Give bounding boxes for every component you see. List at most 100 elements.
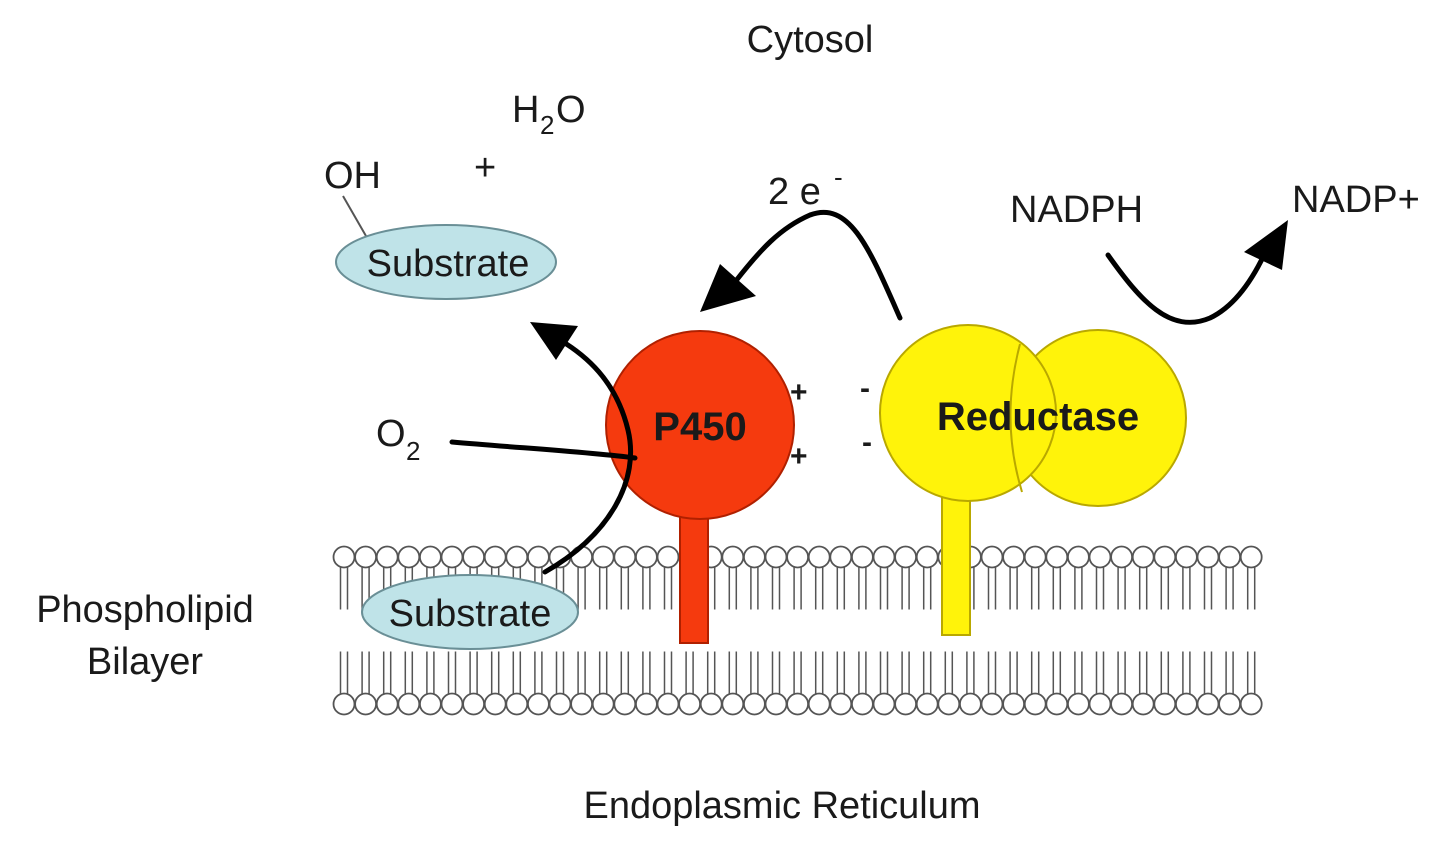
- lipid-head: [699, 692, 723, 716]
- substrate-membrane: Substrate: [361, 574, 579, 650]
- substrate-arrow: [542, 337, 634, 575]
- lipid-head: [1110, 692, 1133, 716]
- lipid-head: [418, 545, 442, 569]
- lipid-head: [1023, 692, 1047, 716]
- substrate-product: Substrate: [335, 195, 557, 300]
- lipid-head: [980, 692, 1004, 716]
- electron-arrow: [732, 209, 903, 321]
- lipid-head: [1196, 692, 1220, 716]
- lipid-head: [1045, 692, 1069, 716]
- lipid-head: [397, 545, 421, 569]
- charge-p450-top: +: [790, 376, 808, 409]
- lipid-head: [548, 692, 572, 716]
- lipid-head: [894, 692, 917, 716]
- lipid-head: [1175, 692, 1198, 716]
- lipid-head: [1131, 545, 1155, 569]
- lipid-head: [1218, 545, 1241, 569]
- lipid-head: [418, 692, 442, 716]
- lipid-head: [332, 692, 356, 716]
- electron-arrow-head: [700, 264, 756, 312]
- water-label: H 2 O: [512, 89, 586, 140]
- lipid-head: [656, 692, 680, 716]
- lipid-head: [462, 545, 486, 569]
- reductase-protein: [879, 324, 1187, 636]
- lipid-head: [872, 692, 896, 716]
- lipid-head: [1023, 545, 1047, 569]
- lipid-head: [894, 545, 917, 569]
- lipid-head: [851, 545, 874, 569]
- lipid-head: [1110, 545, 1133, 569]
- lipid-head: [1088, 545, 1112, 569]
- lipid-head: [591, 545, 615, 569]
- lipid-head: [743, 545, 766, 569]
- p450-domain: [605, 330, 795, 520]
- lipid-head: [656, 545, 680, 569]
- lipid-head: [743, 692, 766, 716]
- svg-text:2 e: 2 e: [768, 171, 821, 213]
- lipid-head: [483, 545, 507, 569]
- lipid-head: [829, 692, 853, 716]
- lipid-head: [570, 692, 593, 716]
- hydroxyl-label: OH: [324, 155, 381, 197]
- cytosol-label: Cytosol: [747, 19, 874, 61]
- lipid-head: [915, 545, 939, 569]
- lipid-head: [354, 692, 378, 716]
- plus-label: +: [474, 147, 496, 189]
- oxygen-label: O 2: [376, 413, 420, 466]
- lipid-head: [1239, 545, 1263, 569]
- svg-text:-: -: [834, 162, 843, 192]
- lipid-head: [613, 545, 637, 569]
- lipid-head: [354, 545, 378, 569]
- lipid-head: [1175, 545, 1198, 569]
- lipid-head: [1002, 692, 1025, 716]
- membrane-label-line2: Bilayer: [87, 641, 203, 683]
- p450-anchor: [679, 504, 709, 644]
- lipid-head: [527, 545, 550, 569]
- compartment-label: Endoplasmic Reticulum: [583, 785, 980, 827]
- lipid-head: [505, 545, 529, 569]
- charge-reductase-bottom: -: [862, 426, 872, 459]
- p450-protein: [605, 330, 795, 644]
- lipid-head: [851, 692, 874, 716]
- lipid-head: [332, 545, 356, 569]
- lipid-head: [440, 692, 464, 716]
- lipid-head: [786, 545, 809, 569]
- lipid-head: [635, 545, 658, 569]
- phospholipid-bilayer: [332, 545, 1263, 716]
- lipid-head: [1131, 692, 1155, 716]
- svg-text:O: O: [556, 89, 586, 131]
- nadph-arrow: [1105, 252, 1267, 325]
- lipid-head: [764, 692, 788, 716]
- reaction-arrows: [449, 209, 1288, 575]
- lipid-head: [721, 545, 745, 569]
- lipid-head: [1239, 692, 1263, 716]
- lipid-head: [807, 545, 831, 569]
- nadph-label: NADPH: [1010, 189, 1143, 231]
- lipid-head: [915, 692, 939, 716]
- lipid-head: [1153, 545, 1177, 569]
- lipid-head: [1196, 545, 1220, 569]
- lipid-head: [462, 692, 486, 716]
- charge-p450-bottom: +: [790, 440, 808, 473]
- lipid-head: [786, 692, 809, 716]
- lipid-head: [1153, 692, 1177, 716]
- substrate-membrane-label: Substrate: [389, 593, 552, 635]
- reductase-anchor: [941, 487, 971, 636]
- lipid-head: [1088, 692, 1112, 716]
- nadp-plus-label: NADP+: [1292, 179, 1420, 221]
- lipid-head: [1002, 545, 1025, 569]
- lipid-head: [872, 545, 896, 569]
- svg-text:H: H: [512, 89, 539, 131]
- lipid-head: [440, 545, 464, 569]
- lipid-head: [980, 545, 1004, 569]
- charge-reductase-top: -: [860, 372, 870, 405]
- lipid-head: [829, 545, 853, 569]
- lipid-head: [1218, 692, 1241, 716]
- p450-label: P450: [653, 405, 746, 449]
- reductase-domain-left: [879, 324, 1057, 502]
- nadph-arrow-head: [1244, 220, 1288, 270]
- substrate-product-label: Substrate: [367, 243, 530, 285]
- lipid-head: [1045, 545, 1069, 569]
- lipid-head: [807, 692, 831, 716]
